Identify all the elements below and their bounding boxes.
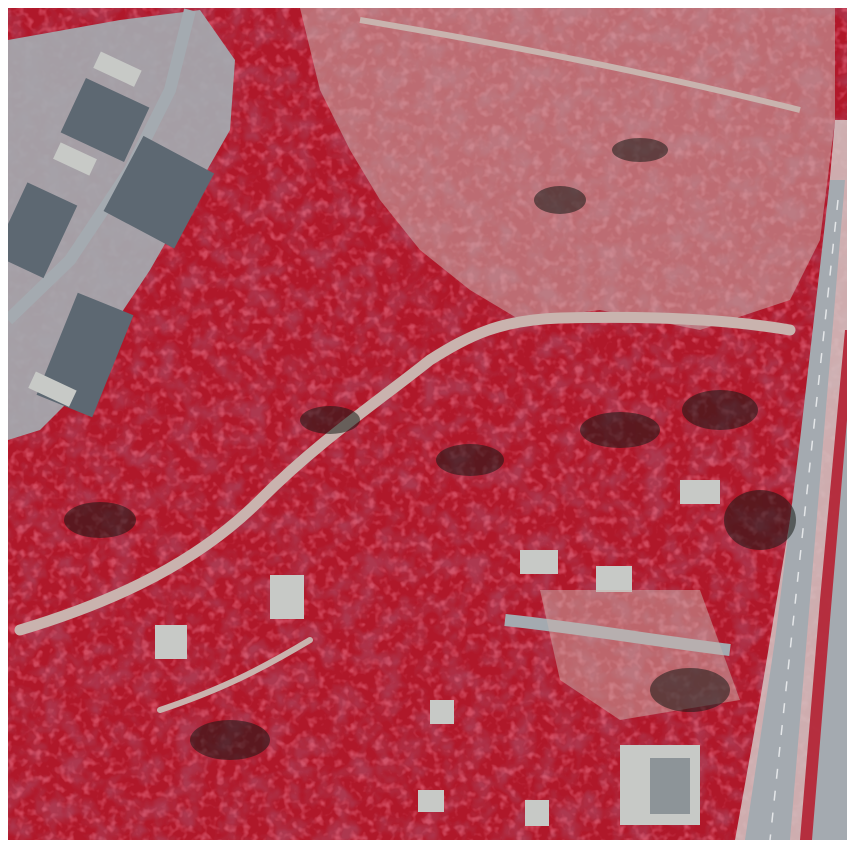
tree-shadows [64,138,796,760]
apartment-roof [8,182,78,279]
house-roof [418,790,444,812]
dirt-trail-branch [157,637,313,713]
shadow-blob [682,390,758,430]
highway-lane-line [769,199,839,840]
shadow-blob [190,720,270,760]
apartment-buildings [8,51,215,418]
house-roof [525,800,549,826]
shadow-blob [300,406,360,434]
shadow-blob [64,502,136,538]
carport-roof [28,371,77,407]
carport-roof [53,142,97,176]
house-roof [596,566,632,592]
shadow-blob [724,490,796,550]
shadow-blob [534,186,586,214]
houses-south [155,480,720,826]
dirt-track-north [359,17,801,113]
photo-content [8,8,847,840]
highway-lane-west [745,180,845,840]
shadow-blob [580,412,660,448]
carport-roof [93,51,142,87]
shadow-blob [650,668,730,712]
house-roof [155,625,187,659]
apartment-roof [103,135,215,249]
highway-lane-east [812,420,847,840]
house-roof [430,700,454,724]
dirt-trail [14,311,796,636]
house-roof [680,480,720,504]
house-roof [270,575,304,619]
shadow-blob [436,444,504,476]
shadow-blob [612,138,668,162]
house-roof [520,550,558,574]
commercial-roof-shade [650,758,690,814]
apartment-roof [60,78,150,162]
